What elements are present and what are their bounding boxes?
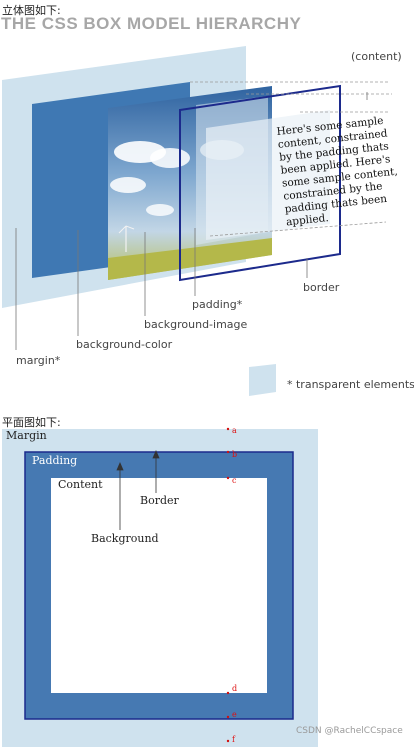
content-label: (content): [351, 50, 402, 63]
section-3d-label: 立体图如下:: [2, 4, 61, 17]
legend-swatch: [249, 364, 276, 396]
callout-leaders: [15, 92, 368, 350]
marker-a: a: [232, 426, 237, 435]
content-box: [51, 478, 267, 693]
flat-content-label: Content: [58, 478, 103, 491]
background-image-label: background-image: [144, 318, 248, 331]
flat-background-label: Background: [91, 532, 159, 545]
diagram-title: THE CSS BOX MODEL HIERARCHY: [1, 14, 302, 33]
marker-b: b: [232, 450, 238, 459]
sample-content-text: Here's some sample content, constrained …: [276, 113, 406, 229]
edge-markers: [226, 427, 230, 743]
marker-c: c: [232, 476, 237, 485]
marker-d: d: [232, 684, 238, 693]
flat-leaders: [116, 449, 160, 530]
flat-margin-label: Margin: [6, 429, 47, 442]
marker-f: f: [232, 735, 235, 744]
flat-border-label: Border: [140, 494, 179, 507]
section-flat-label: 平面图如下:: [2, 416, 61, 429]
margin-label: margin*: [16, 354, 61, 367]
content-layer: [206, 110, 330, 240]
padding-label: padding*: [192, 298, 243, 311]
flat-padding-label: Padding: [32, 454, 78, 467]
watermark-text: CSDN @RachelCCspace: [296, 726, 403, 736]
marker-e: e: [232, 710, 237, 719]
border-label: border: [303, 281, 340, 294]
legend-label: * transparent elements: [287, 378, 414, 391]
projection-lines: [190, 81, 392, 237]
background-color-label: background-color: [76, 338, 173, 351]
